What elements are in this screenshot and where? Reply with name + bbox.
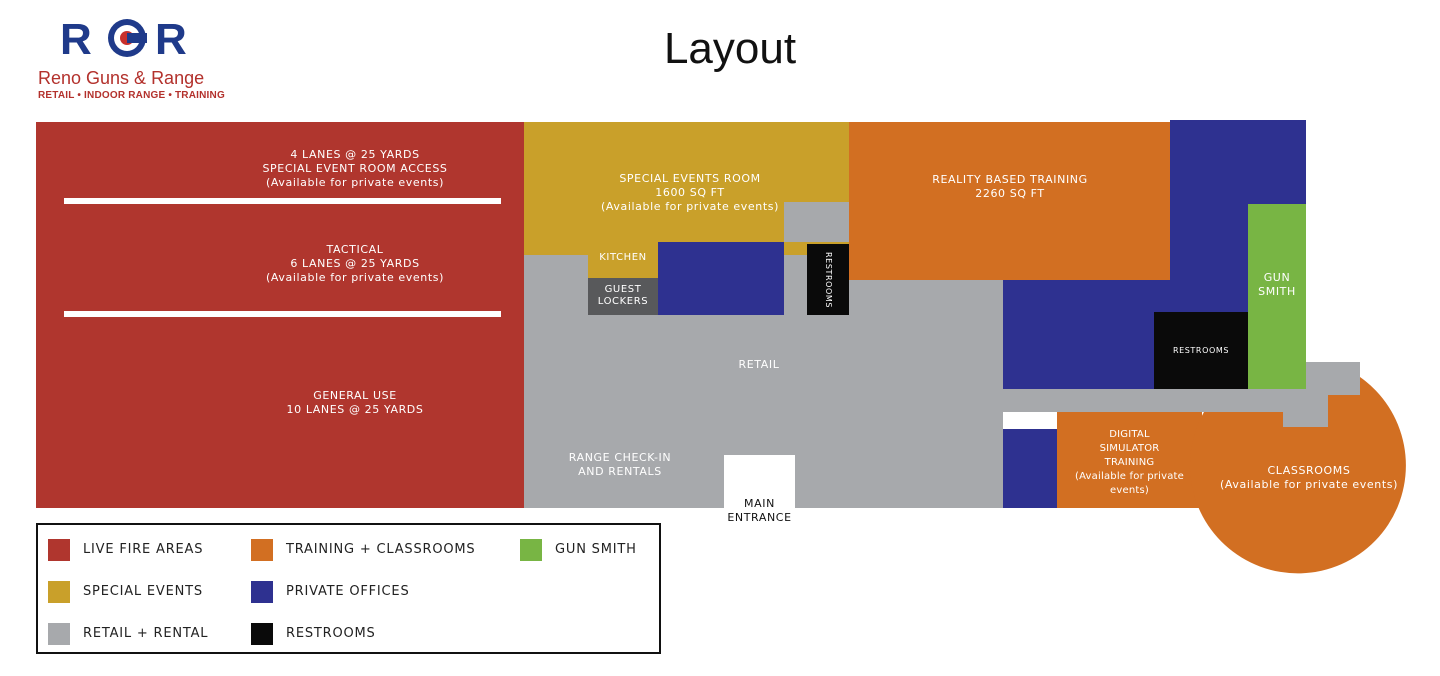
legend-label: RESTROOMS [286,626,376,641]
legend-swatch [48,539,70,561]
legend-swatch [251,539,273,561]
restroom [1154,312,1248,389]
digital-simulator [1057,412,1202,508]
page-title: Layout [663,24,797,73]
legend-label: LIVE FIRE AREAS [83,542,204,557]
legend-swatch [251,623,273,645]
retail-area [524,202,1003,508]
legend-label: PRIVATE OFFICES [286,584,410,599]
private-office [658,242,784,315]
logo-tagline: RETAIL • INDOOR RANGE • TRAINING [38,90,225,101]
legend-label: GUN SMITH [555,542,637,557]
restrooms-right-label: RESTROOMS [1172,346,1230,355]
legend-swatch [48,623,70,645]
legend: LIVE FIRE AREAS TRAINING + CLASSROOMS GU… [36,523,661,654]
corridor-area [1003,362,1360,427]
lane-divider [64,311,501,317]
legend-label: RETAIL + RENTAL [83,626,209,641]
retail-label: RETAIL [738,358,780,371]
guest-lockers [588,278,658,315]
restrooms-vertical-label: RESTROOMS [824,251,833,309]
legend-label: TRAINING + CLASSROOMS [286,542,476,557]
logo-name: Reno Guns & Range [38,68,205,88]
legend-swatch [520,539,542,561]
classrooms-label: CLASSROOMS(Available for private events) [1220,464,1398,491]
legend-label: SPECIAL EVENTS [83,584,203,599]
classrooms-area [1189,377,1406,574]
lane-divider [64,198,501,204]
special-events-room [588,240,658,278]
kitchen-label: KITCHEN [599,252,647,263]
retail-corner [784,202,849,242]
reality-training [849,122,1170,280]
logo-letter-r1: R [60,15,92,62]
logo-letter-r2: R [155,15,187,62]
logo: R R [60,15,187,62]
legend-swatch [251,581,273,603]
gun-smith-area [1248,204,1306,389]
private-office [1003,429,1057,508]
restroom [807,244,849,315]
main-entrance [724,455,795,510]
legend-swatch [48,581,70,603]
